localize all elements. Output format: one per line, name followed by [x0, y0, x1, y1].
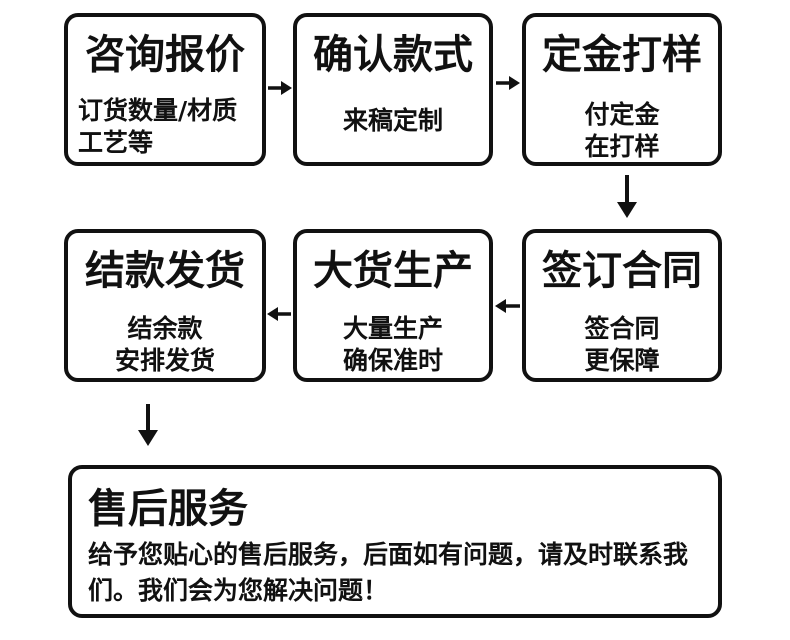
arrow-down-icon: [617, 175, 637, 218]
step-desc: 大量生产 确保准时: [342, 314, 443, 375]
step-title: 大货生产: [313, 248, 473, 294]
step-consult-quote: 咨询报价 订货数量/材质 工艺等: [64, 13, 266, 166]
step-deposit-sample: 定金打样 付定金 在打样: [522, 13, 722, 166]
step-title: 签订合同: [542, 248, 702, 294]
step-desc: 付定金 在打样: [584, 100, 660, 161]
service-title: 售后服务: [88, 486, 248, 532]
arrow-right-icon: [496, 76, 520, 90]
arrow-left-icon: [495, 299, 520, 313]
step-confirm-style: 确认款式 来稿定制: [293, 13, 493, 166]
step-desc: 结余款 安排发货: [114, 314, 215, 375]
arrow-down-icon: [138, 404, 158, 446]
service-desc: 给予您贴心的售后服务，后面如有问题，请及时联系我们。我们会为您解决问题！: [88, 540, 689, 605]
step-title: 咨询报价: [85, 32, 245, 78]
step-title: 结款发货: [85, 248, 245, 294]
step-title: 定金打样: [542, 32, 702, 78]
step-desc: 来稿定制: [342, 106, 443, 135]
step-title: 确认款式: [313, 32, 473, 78]
arrow-left-icon: [267, 307, 291, 321]
step-desc: 订货数量/材质 工艺等: [78, 96, 238, 157]
step-desc: 签合同 更保障: [584, 314, 660, 375]
arrow-right-icon: [268, 81, 292, 95]
step-mass-production: 大货生产 大量生产 确保准时: [293, 229, 493, 382]
step-sign-contract: 签订合同 签合同 更保障: [522, 229, 722, 382]
step-payment-shipping: 结款发货 结余款 安排发货: [64, 229, 266, 382]
after-sales-service: 售后服务 给予您贴心的售后服务，后面如有问题，请及时联系我们。我们会为您解决问题…: [68, 465, 722, 618]
